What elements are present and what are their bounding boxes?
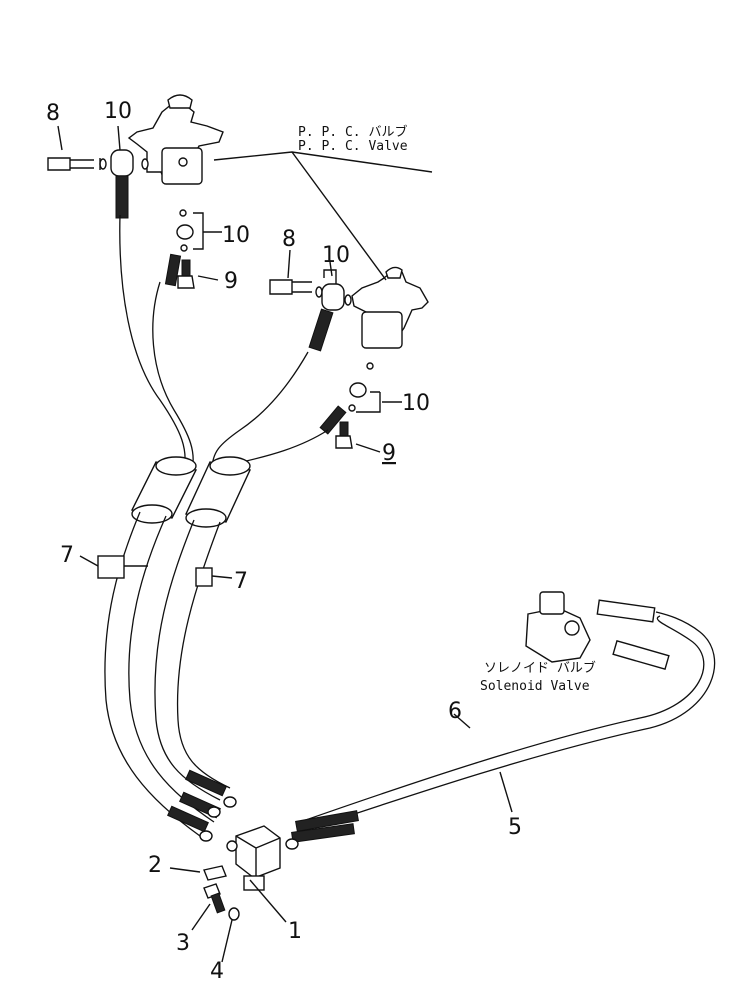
block-1	[167, 769, 299, 891]
callout-7-left: 7	[60, 543, 74, 568]
bolt-9-right	[335, 421, 353, 449]
callout-7-right: 7	[234, 569, 248, 594]
hose-7-pair	[97, 214, 329, 837]
solenoid-valve-label-jp: ソレノイド バルブ	[484, 660, 596, 676]
ppc-valve-label-en: P. P. C. Valve	[298, 139, 408, 154]
callout-9-left: 9	[224, 269, 238, 294]
callout-3: 3	[176, 931, 190, 956]
callout-5: 5	[508, 815, 522, 840]
bolt-8-right	[269, 279, 323, 298]
callout-10-right-lower: 10	[402, 391, 430, 416]
callout-9-right: 9	[382, 441, 396, 466]
callout-10-right: 10	[322, 243, 350, 268]
ppc-valve-label-jp: P. P. C. バルブ	[298, 124, 407, 140]
callout-8-right: 8	[282, 227, 296, 252]
lower-fitting-left	[164, 209, 204, 287]
bolt-3	[203, 883, 226, 914]
lower-fitting-right	[319, 362, 374, 435]
ppc-valve-right	[351, 266, 429, 349]
bolt-8-left	[47, 157, 107, 171]
banjo-fitting-left	[110, 149, 149, 219]
solenoid-valve-label-en: Solenoid Valve	[480, 679, 590, 694]
callout-6: 6	[448, 699, 462, 724]
leader-lines	[57, 125, 513, 963]
ppc-valve-left	[127, 94, 224, 185]
hose-5-6	[291, 611, 716, 843]
callout-10-left-lower: 10	[222, 223, 250, 248]
callout-4: 4	[210, 959, 224, 984]
callout-2: 2	[148, 853, 162, 878]
washer-4	[228, 907, 240, 921]
nipple-2	[203, 865, 227, 881]
banjo-fitting-right	[308, 283, 352, 352]
solenoid-valve	[525, 591, 670, 671]
callout-10-top-left: 10	[104, 99, 132, 124]
callout-8-top-left: 8	[46, 101, 60, 126]
bolt-9-left	[177, 259, 195, 289]
callout-1: 1	[288, 919, 302, 944]
